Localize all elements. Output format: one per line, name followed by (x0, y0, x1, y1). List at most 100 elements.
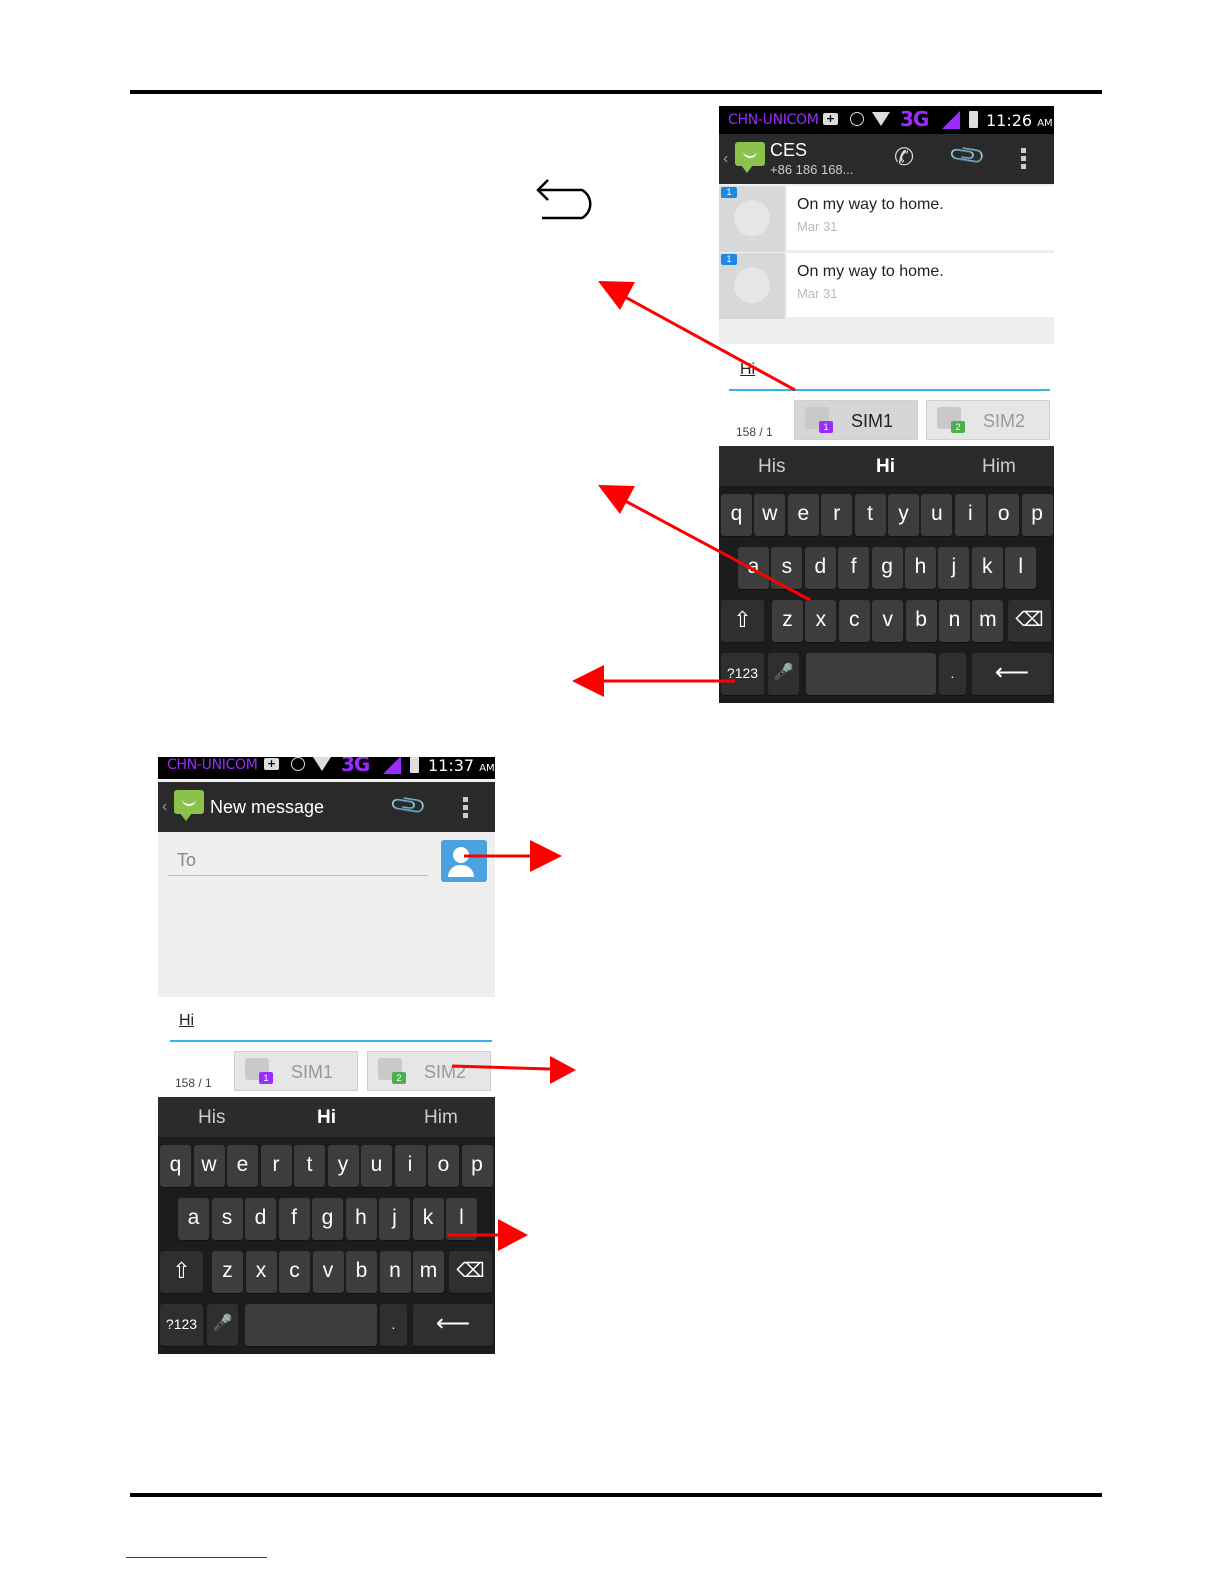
key-d[interactable]: d (804, 547, 836, 589)
shift-key[interactable]: ⇧ (160, 1251, 203, 1293)
key-y[interactable]: y (888, 494, 919, 536)
message-item[interactable]: 1 On my way to home. Mar 31 (719, 253, 1054, 319)
new-message-screenshot: CHN-UNICOM + 3G 11:37 AM ‹ New message 📎… (158, 757, 495, 1354)
key-w[interactable]: w (193, 1145, 225, 1187)
key-x[interactable]: x (245, 1251, 277, 1293)
key-n[interactable]: n (379, 1251, 411, 1293)
key-b[interactable]: b (346, 1251, 377, 1293)
shift-key[interactable]: ⇧ (721, 600, 764, 642)
key-i[interactable]: i (954, 494, 986, 536)
sim1-label: SIM1 (851, 411, 894, 431)
overflow-menu-icon[interactable] (1021, 148, 1026, 172)
space-key[interactable] (806, 653, 936, 695)
enter-key[interactable]: ⟵ (972, 653, 1052, 695)
send-sim1-button[interactable]: 1 SIM1 (794, 400, 918, 440)
key-n[interactable]: n (939, 600, 970, 642)
to-field[interactable]: To (177, 850, 197, 870)
microphone-key[interactable]: 🎤 (207, 1304, 238, 1346)
key-z[interactable]: z (772, 600, 803, 642)
chevron-left-icon[interactable]: ‹ (723, 150, 729, 167)
symbols-key[interactable]: ?123 (160, 1304, 203, 1346)
key-m[interactable]: m (413, 1251, 444, 1293)
arrow-to-keyboard (615, 494, 811, 602)
key-f[interactable]: f (838, 547, 870, 589)
message-text: On my way to home. (797, 263, 944, 280)
key-j[interactable]: j (379, 1198, 410, 1240)
send-sim2-button[interactable]: 2 SIM2 (926, 400, 1050, 440)
key-t[interactable]: t (854, 494, 886, 536)
microphone-key[interactable]: 🎤 (768, 653, 799, 695)
key-f[interactable]: f (278, 1198, 310, 1240)
key-t[interactable]: t (294, 1145, 325, 1187)
suggestion-item[interactable]: Him (424, 1107, 458, 1128)
key-y[interactable]: y (327, 1145, 359, 1187)
key-w[interactable]: w (754, 494, 786, 536)
key-v[interactable]: v (312, 1251, 344, 1293)
status-clock: 11:37 AM (428, 757, 495, 775)
key-b[interactable]: b (905, 600, 937, 642)
key-o[interactable]: o (988, 494, 1020, 536)
suggestion-item[interactable]: His (198, 1107, 226, 1128)
overflow-menu-icon[interactable] (463, 797, 468, 821)
message-bubble: On my way to home. Mar 31 (787, 186, 1054, 250)
suggestion-item[interactable]: Hi (317, 1107, 336, 1128)
key-r[interactable]: r (260, 1145, 292, 1187)
key-a[interactable]: a (178, 1198, 209, 1240)
messaging-app-icon[interactable] (174, 790, 204, 821)
add-contact-icon[interactable] (441, 840, 487, 882)
key-u[interactable]: u (361, 1145, 392, 1187)
key-k[interactable]: k (412, 1198, 444, 1240)
message-item[interactable]: 1 On my way to home. Mar 31 (719, 186, 1054, 252)
key-g[interactable]: g (871, 547, 903, 589)
send-sim1-button[interactable]: 1 SIM1 (234, 1051, 358, 1091)
key-u[interactable]: u (921, 494, 953, 536)
key-p[interactable]: p (1021, 494, 1053, 536)
period-key[interactable]: . (380, 1304, 407, 1346)
backspace-key[interactable]: ⌫ (1008, 600, 1051, 642)
messaging-app-icon[interactable] (735, 142, 765, 173)
key-p[interactable]: p (461, 1145, 493, 1187)
key-v[interactable]: v (872, 600, 904, 642)
key-c[interactable]: c (279, 1251, 310, 1293)
key-d[interactable]: d (245, 1198, 276, 1240)
sim2-badge: 2 (392, 1072, 406, 1084)
key-e[interactable]: e (787, 494, 819, 536)
key-l[interactable]: l (1005, 547, 1037, 589)
key-i[interactable]: i (394, 1145, 426, 1187)
key-a[interactable]: a (738, 547, 769, 589)
suggestion-item[interactable]: His (758, 456, 786, 477)
key-e[interactable]: e (227, 1145, 258, 1187)
period-key[interactable]: . (939, 653, 966, 695)
key-r[interactable]: r (821, 494, 853, 536)
enter-key[interactable]: ⟵ (413, 1304, 493, 1346)
space-key[interactable] (245, 1304, 377, 1346)
key-h[interactable]: h (345, 1198, 377, 1240)
alarm-icon (850, 112, 864, 126)
suggestion-item[interactable]: Hi (876, 456, 895, 477)
key-o[interactable]: o (428, 1145, 459, 1187)
message-input[interactable]: Hi (179, 1012, 195, 1029)
send-sim2-button[interactable]: 2 SIM2 (367, 1051, 491, 1091)
backspace-key[interactable]: ⌫ (449, 1251, 492, 1293)
message-bubble: On my way to home. Mar 31 (787, 253, 1054, 317)
key-g[interactable]: g (312, 1198, 343, 1240)
key-c[interactable]: c (838, 600, 870, 642)
footer-rule (130, 1493, 1102, 1497)
key-l[interactable]: l (446, 1198, 477, 1240)
symbols-key[interactable]: ?123 (721, 653, 764, 695)
key-z[interactable]: z (212, 1251, 243, 1293)
to-field-underline (168, 875, 428, 876)
key-q[interactable]: q (721, 494, 752, 536)
key-j[interactable]: j (938, 547, 970, 589)
key-h[interactable]: h (905, 547, 936, 589)
key-m[interactable]: m (972, 600, 1004, 642)
key-s[interactable]: s (211, 1198, 243, 1240)
chevron-left-icon[interactable]: ‹ (162, 798, 168, 815)
key-x[interactable]: x (805, 600, 837, 642)
suggestion-item[interactable]: Him (982, 456, 1016, 477)
key-k[interactable]: k (971, 547, 1003, 589)
key-q[interactable]: q (160, 1145, 191, 1187)
phone-call-icon[interactable]: ✆ (894, 144, 915, 171)
sim-badge: 1 (721, 187, 737, 198)
